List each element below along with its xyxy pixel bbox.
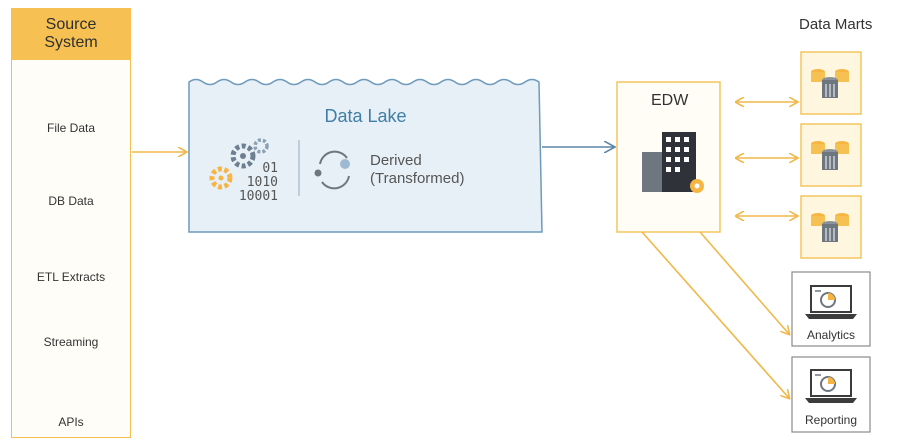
- mart-database-icon-3: [811, 213, 849, 242]
- db-data-label: DB Data: [48, 194, 94, 208]
- reporting-label: Reporting: [804, 413, 858, 427]
- data-marts-title: Data Marts: [799, 16, 873, 33]
- refresh-cycle-icon: [314, 150, 350, 190]
- building-icon: [642, 132, 704, 193]
- data-lake-title: Data Lake: [324, 106, 407, 126]
- reporting-laptop-icon: [805, 369, 857, 403]
- binary-digits: 01 1010 10001: [222, 162, 278, 204]
- source-system-column: [11, 8, 131, 438]
- source-system-title-line1: Source: [45, 16, 97, 33]
- etl-extracts-label: ETL Extracts: [36, 270, 106, 284]
- binary-line-1: 01: [262, 161, 278, 176]
- streaming-label: Streaming: [43, 335, 99, 349]
- binary-line-2: 1010: [246, 175, 278, 190]
- edw-analytics-arrow: [699, 231, 789, 334]
- mart-database-icon-1: [811, 69, 849, 98]
- derived-line-1: Derived: [370, 152, 422, 169]
- binary-line-3: 10001: [238, 189, 278, 204]
- file-data-label: File Data: [46, 121, 96, 135]
- data-lake-box: [188, 78, 543, 233]
- mart-database-icon-2: [811, 141, 849, 170]
- edw-reporting-arrow: [641, 231, 789, 398]
- lake-gears-icon: [209, 138, 269, 190]
- apis-label: APIs: [58, 415, 84, 429]
- analytics-label: Analytics: [806, 328, 856, 342]
- source-system-header: Source System: [11, 8, 131, 60]
- derived-line-2: (Transformed): [370, 170, 465, 187]
- source-system-title-line2: System: [44, 34, 98, 51]
- derived-text: Derived (Transformed): [370, 152, 464, 188]
- edw-title: EDW: [651, 92, 689, 109]
- analytics-laptop-icon: [805, 285, 857, 319]
